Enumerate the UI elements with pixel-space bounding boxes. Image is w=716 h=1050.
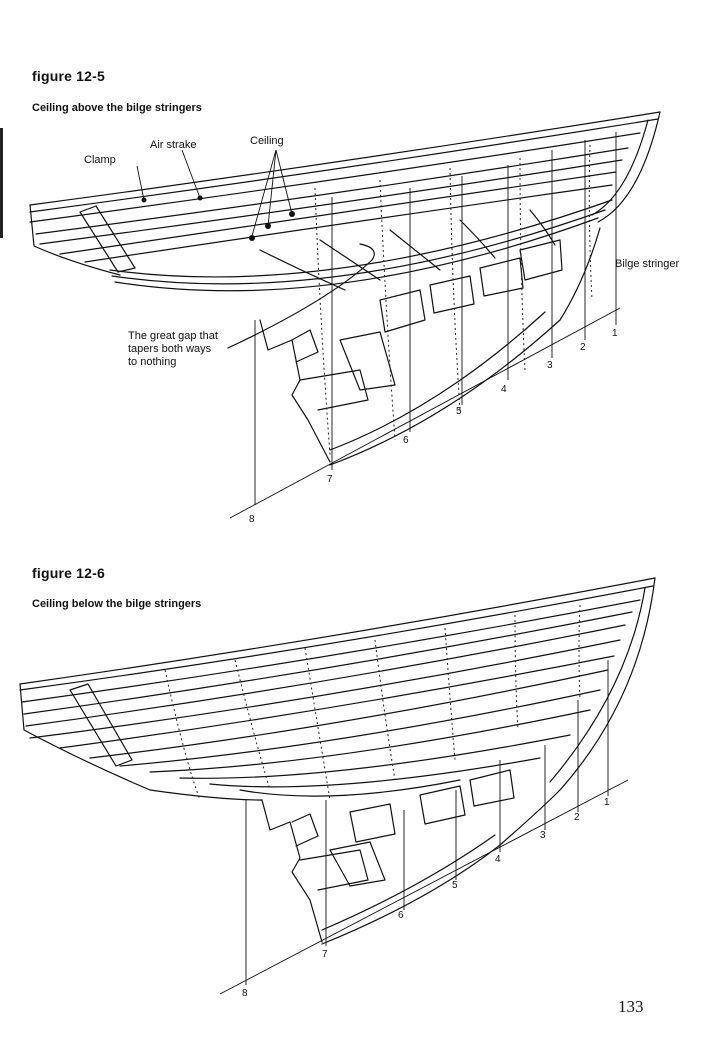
stem-outer <box>559 577 656 791</box>
stem-inner <box>549 587 646 783</box>
stem-outer <box>597 111 661 223</box>
keel-top <box>321 834 496 931</box>
floor <box>429 275 475 314</box>
ceiling-plank <box>25 624 626 727</box>
stem-inner <box>591 119 649 216</box>
ceiling-plank <box>209 757 541 788</box>
figure-12-5-number: figure 12-5 <box>32 68 105 84</box>
frame <box>529 209 556 246</box>
ceiling-plank <box>239 779 461 797</box>
frame <box>259 249 346 291</box>
ceiling-plank <box>29 639 621 739</box>
sheer-top <box>19 577 656 685</box>
sheer-rail <box>29 118 659 213</box>
air-strake-label: Air strake <box>150 139 196 151</box>
figure-12-5-diagram: Air strake Clamp Ceiling Bilge stringer … <box>29 111 680 525</box>
station-3: 3 <box>540 830 546 841</box>
clamp-line <box>29 132 641 223</box>
gap-label-line-2: tapers both ways <box>128 343 212 355</box>
figure-12-5-caption: Ceiling above the bilge stringers <box>32 102 202 114</box>
floor-web <box>339 331 396 391</box>
gap-label-line-3: to nothing <box>128 356 176 368</box>
gap-label-line-1: The great gap that <box>128 330 218 342</box>
keel-bottom <box>321 789 561 945</box>
station-5: 5 <box>456 406 462 417</box>
station-1: 1 <box>604 797 610 808</box>
ceiling-plank <box>89 669 609 759</box>
floor <box>519 239 563 281</box>
floor-web <box>329 841 386 887</box>
frame <box>319 239 381 281</box>
station-2: 2 <box>580 342 586 353</box>
ceiling-plank <box>84 184 613 263</box>
ceiling-plank <box>179 734 571 779</box>
keel-bottom <box>329 227 601 466</box>
station-7: 7 <box>322 949 328 960</box>
floor <box>349 803 396 843</box>
floor-web <box>299 369 369 411</box>
frame <box>389 229 441 271</box>
station-4: 4 <box>501 384 507 395</box>
ceiling-plank <box>39 159 623 245</box>
station-8: 8 <box>242 988 248 999</box>
frame <box>459 219 496 259</box>
ceiling-plank <box>35 147 629 235</box>
knee <box>69 683 133 767</box>
bow-end <box>19 683 263 801</box>
clamp-line <box>21 599 641 703</box>
station-8: 8 <box>249 514 255 525</box>
floor-web <box>299 849 369 891</box>
ceiling-plank <box>59 171 617 255</box>
clamp-label: Clamp <box>84 154 116 166</box>
deadwood <box>261 799 323 943</box>
page-number: 133 <box>618 997 644 1016</box>
sheer-rail <box>19 585 654 691</box>
deadwood-inner <box>291 329 319 363</box>
ceiling-label: Ceiling <box>250 135 284 147</box>
keel-top <box>329 311 546 451</box>
floor <box>419 785 466 825</box>
floor <box>469 769 515 807</box>
floor <box>479 257 524 297</box>
bilge-stringer-line <box>111 209 606 285</box>
gap-leader <box>227 243 375 349</box>
station-2: 2 <box>574 812 580 823</box>
ceiling-plank <box>119 689 601 767</box>
sheer-top <box>29 111 661 206</box>
bilge-stringer-label: Bilge stringer <box>615 258 680 270</box>
station-4: 4 <box>495 854 501 865</box>
station-1: 1 <box>612 328 618 339</box>
floor <box>379 289 426 333</box>
page-edge-mark <box>0 128 3 238</box>
bow-end <box>29 204 121 276</box>
ceiling-plank <box>149 709 591 773</box>
bilge-stringer-line <box>109 199 613 278</box>
ceiling-plank <box>59 655 615 749</box>
figure-12-6-caption: Ceiling below the bilge stringers <box>32 598 202 610</box>
knee <box>79 205 136 273</box>
ceiling-plank <box>23 611 633 715</box>
figure-12-6-number: figure 12-6 <box>32 565 105 581</box>
station-5: 5 <box>452 880 458 891</box>
deadwood-inner <box>291 813 319 847</box>
station-7: 7 <box>327 474 333 485</box>
station-6: 6 <box>403 435 409 446</box>
station-3: 3 <box>547 360 553 371</box>
station-6: 6 <box>398 910 404 921</box>
